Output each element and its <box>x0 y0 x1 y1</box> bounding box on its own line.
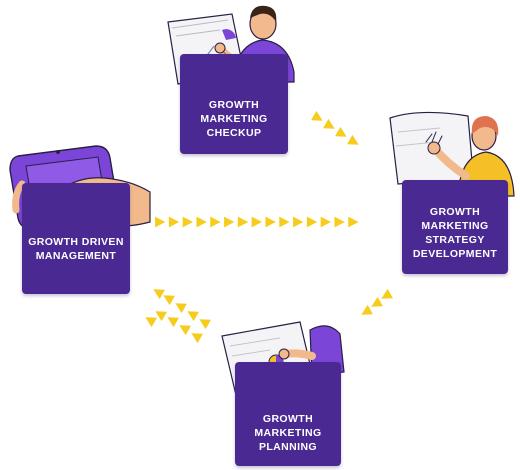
flow-arrow-management-to-strategy <box>237 216 249 228</box>
label-line: MANAGEMENT <box>35 250 117 262</box>
label-line: GROWTH DRIVEN <box>28 236 124 248</box>
flow-arrow-management-to-strategy <box>334 216 345 228</box>
flow-arrow-planning-to-management <box>179 325 191 336</box>
flow-arrows <box>145 110 393 344</box>
flow-arrow-checkup-to-strategy <box>335 126 347 137</box>
step-card-strategy: GROWTH MARKETING STRATEGY DEVELOPMENT <box>402 180 508 274</box>
step-label-strategy: GROWTH MARKETING STRATEGY DEVELOPMENT <box>413 205 497 261</box>
flow-arrow-management-to-strategy <box>168 216 180 228</box>
step-label-planning: GROWTH MARKETING PLANNING <box>254 412 321 454</box>
step-label-management: GROWTH DRIVEN MANAGEMENT <box>28 235 124 263</box>
flow-arrow-management-to-strategy <box>293 216 304 228</box>
flow-arrow-management-to-strategy <box>251 216 262 228</box>
flow-arrow-management-to-strategy <box>196 216 207 228</box>
label-line: CHECKUP <box>206 127 262 139</box>
label-line: MARKETING <box>421 220 489 232</box>
flow-arrow-planning-to-management <box>199 319 211 330</box>
flow-arrow-planning-to-management <box>153 289 165 300</box>
step-card-checkup: GROWTH MARKETING CHECKUP <box>180 54 288 154</box>
flow-arrow-management-to-strategy <box>265 216 276 228</box>
flow-arrow-management-to-strategy <box>182 216 193 228</box>
label-line: MARKETING <box>200 113 268 125</box>
flow-arrow-planning-to-management <box>175 303 187 314</box>
flow-arrow-strategy-to-planning <box>361 304 373 315</box>
flow-arrow-management-to-strategy <box>155 216 166 228</box>
step-card-planning: GROWTH MARKETING PLANNING <box>235 362 341 466</box>
flow-arrow-strategy-to-planning <box>371 296 383 307</box>
label-line: GROWTH <box>262 413 314 425</box>
flow-arrow-planning-to-management <box>155 311 167 322</box>
flow-arrow-planning-to-management <box>191 333 203 344</box>
label-line: DEVELOPMENT <box>412 248 498 260</box>
flow-arrow-management-to-strategy <box>320 216 331 228</box>
label-line: PLANNING <box>258 441 318 453</box>
flow-arrow-management-to-strategy <box>306 216 318 228</box>
flow-arrow-strategy-to-planning <box>381 288 393 299</box>
flow-arrow-management-to-strategy <box>210 216 221 228</box>
flow-arrow-checkup-to-strategy <box>311 110 323 121</box>
step-label-checkup: GROWTH MARKETING CHECKUP <box>200 98 267 140</box>
flow-arrow-planning-to-management <box>145 317 157 328</box>
flow-arrow-management-to-strategy <box>224 216 235 228</box>
label-line: STRATEGY <box>425 234 485 246</box>
step-card-management: GROWTH DRIVEN MANAGEMENT <box>22 183 130 294</box>
flow-arrow-checkup-to-strategy <box>323 118 335 129</box>
flow-arrow-planning-to-management <box>187 311 199 322</box>
label-line: GROWTH <box>208 99 260 111</box>
label-line: MARKETING <box>254 427 322 439</box>
flow-arrow-planning-to-management <box>167 317 179 328</box>
flow-arrow-planning-to-management <box>163 295 175 306</box>
flow-arrow-checkup-to-strategy <box>347 134 359 145</box>
flow-arrow-management-to-strategy <box>279 216 290 228</box>
label-line: GROWTH <box>429 206 481 218</box>
flow-arrow-management-to-strategy <box>348 216 359 228</box>
